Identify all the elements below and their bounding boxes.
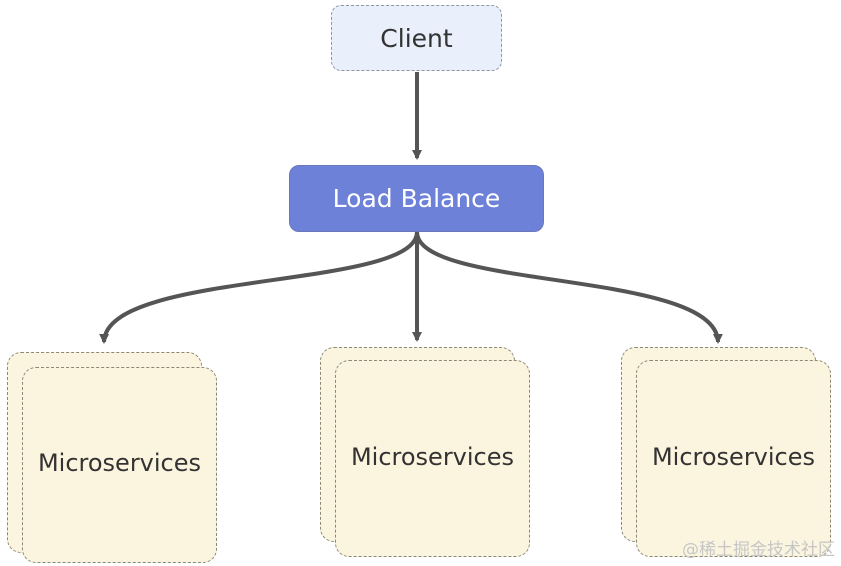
microservices-label-1: Microservices (37, 449, 202, 477)
microservices-card-front (636, 360, 831, 557)
load-balance-label: Load Balance (332, 184, 501, 213)
load-balance-node: Load Balance (289, 165, 544, 232)
edge-load-balance-to-microservices-3 (415, 231, 723, 344)
client-label: Client (380, 23, 453, 53)
edge-load-balance-to-microservices-1 (99, 231, 419, 344)
watermark-text: @稀土掘金技术社区 (682, 540, 835, 560)
microservices-label-2: Microservices (350, 443, 515, 471)
microservices-label-3: Microservices (651, 443, 816, 471)
microservices-card-front (335, 360, 530, 557)
microservices-card-front (22, 367, 217, 563)
client-node: Client (331, 5, 502, 71)
